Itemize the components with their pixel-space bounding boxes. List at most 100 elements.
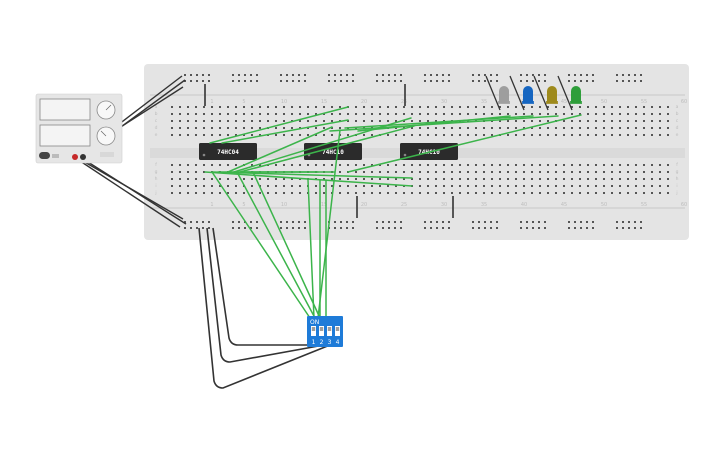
rail-hole[interactable] [394,227,396,229]
rail-hole[interactable] [544,227,546,229]
rail-hole[interactable] [244,74,246,76]
terminal-hole[interactable] [211,113,213,115]
terminal-hole[interactable] [227,134,229,136]
rail-hole[interactable] [568,221,570,223]
terminal-hole[interactable] [523,113,525,115]
terminal-hole[interactable] [419,113,421,115]
terminal-hole[interactable] [643,113,645,115]
terminal-hole[interactable] [571,127,573,129]
terminal-hole[interactable] [491,127,493,129]
rail-hole[interactable] [424,221,426,223]
terminal-hole[interactable] [331,185,333,187]
terminal-hole[interactable] [531,134,533,136]
terminal-hole[interactable] [483,127,485,129]
terminal-hole[interactable] [475,127,477,129]
terminal-hole[interactable] [667,120,669,122]
terminal-hole[interactable] [451,164,453,166]
terminal-hole[interactable] [203,106,205,108]
rail-hole[interactable] [520,74,522,76]
terminal-hole[interactable] [659,127,661,129]
terminal-hole[interactable] [579,185,581,187]
terminal-hole[interactable] [563,120,565,122]
terminal-hole[interactable] [187,192,189,194]
terminal-hole[interactable] [299,120,301,122]
rail-hole[interactable] [472,80,474,82]
terminal-hole[interactable] [387,134,389,136]
terminal-hole[interactable] [339,164,341,166]
rail-hole[interactable] [376,74,378,76]
terminal-hole[interactable] [659,120,661,122]
terminal-hole[interactable] [219,120,221,122]
blue-led-icon[interactable] [522,86,534,104]
rail-hole[interactable] [352,80,354,82]
terminal-hole[interactable] [451,192,453,194]
terminal-hole[interactable] [515,192,517,194]
rail-hole[interactable] [184,80,186,82]
terminal-hole[interactable] [667,134,669,136]
terminal-hole[interactable] [643,120,645,122]
rail-hole[interactable] [622,221,624,223]
terminal-hole[interactable] [347,178,349,180]
terminal-hole[interactable] [459,178,461,180]
terminal-hole[interactable] [179,192,181,194]
terminal-hole[interactable] [251,127,253,129]
terminal-hole[interactable] [475,178,477,180]
terminal-hole[interactable] [275,120,277,122]
terminal-hole[interactable] [395,185,397,187]
terminal-hole[interactable] [579,192,581,194]
rail-hole[interactable] [232,80,234,82]
terminal-hole[interactable] [355,164,357,166]
rail-hole[interactable] [400,227,402,229]
terminal-hole[interactable] [523,192,525,194]
rail-hole[interactable] [592,80,594,82]
rail-hole[interactable] [202,74,204,76]
terminal-hole[interactable] [619,120,621,122]
terminal-hole[interactable] [331,120,333,122]
rail-hole[interactable] [292,221,294,223]
rail-hole[interactable] [472,74,474,76]
rail-hole[interactable] [574,80,576,82]
terminal-hole[interactable] [283,106,285,108]
terminal-hole[interactable] [251,113,253,115]
terminal-hole[interactable] [555,178,557,180]
terminal-hole[interactable] [643,134,645,136]
terminal-hole[interactable] [619,171,621,173]
terminal-hole[interactable] [507,127,509,129]
terminal-hole[interactable] [219,192,221,194]
terminal-hole[interactable] [563,192,565,194]
rail-hole[interactable] [640,74,642,76]
terminal-hole[interactable] [619,106,621,108]
rail-hole[interactable] [298,227,300,229]
terminal-hole[interactable] [291,192,293,194]
terminal-hole[interactable] [483,164,485,166]
terminal-hole[interactable] [459,192,461,194]
terminal-hole[interactable] [387,185,389,187]
terminal-hole[interactable] [435,106,437,108]
terminal-hole[interactable] [379,192,381,194]
rail-hole[interactable] [640,227,642,229]
terminal-hole[interactable] [419,106,421,108]
terminal-hole[interactable] [251,178,253,180]
terminal-hole[interactable] [299,164,301,166]
terminal-hole[interactable] [547,113,549,115]
terminal-hole[interactable] [203,127,205,129]
rail-hole[interactable] [478,227,480,229]
terminal-hole[interactable] [403,192,405,194]
terminal-hole[interactable] [363,192,365,194]
terminal-hole[interactable] [483,113,485,115]
terminal-hole[interactable] [475,185,477,187]
rail-hole[interactable] [436,80,438,82]
rail-hole[interactable] [334,227,336,229]
rail-hole[interactable] [286,74,288,76]
terminal-hole[interactable] [379,185,381,187]
terminal-hole[interactable] [275,164,277,166]
terminal-hole[interactable] [355,106,357,108]
terminal-hole[interactable] [659,178,661,180]
terminal-hole[interactable] [539,171,541,173]
terminal-hole[interactable] [499,185,501,187]
terminal-hole[interactable] [459,185,461,187]
terminal-hole[interactable] [195,134,197,136]
rail-hole[interactable] [304,221,306,223]
power-jumpers[interactable] [204,84,454,218]
rail-hole[interactable] [190,221,192,223]
